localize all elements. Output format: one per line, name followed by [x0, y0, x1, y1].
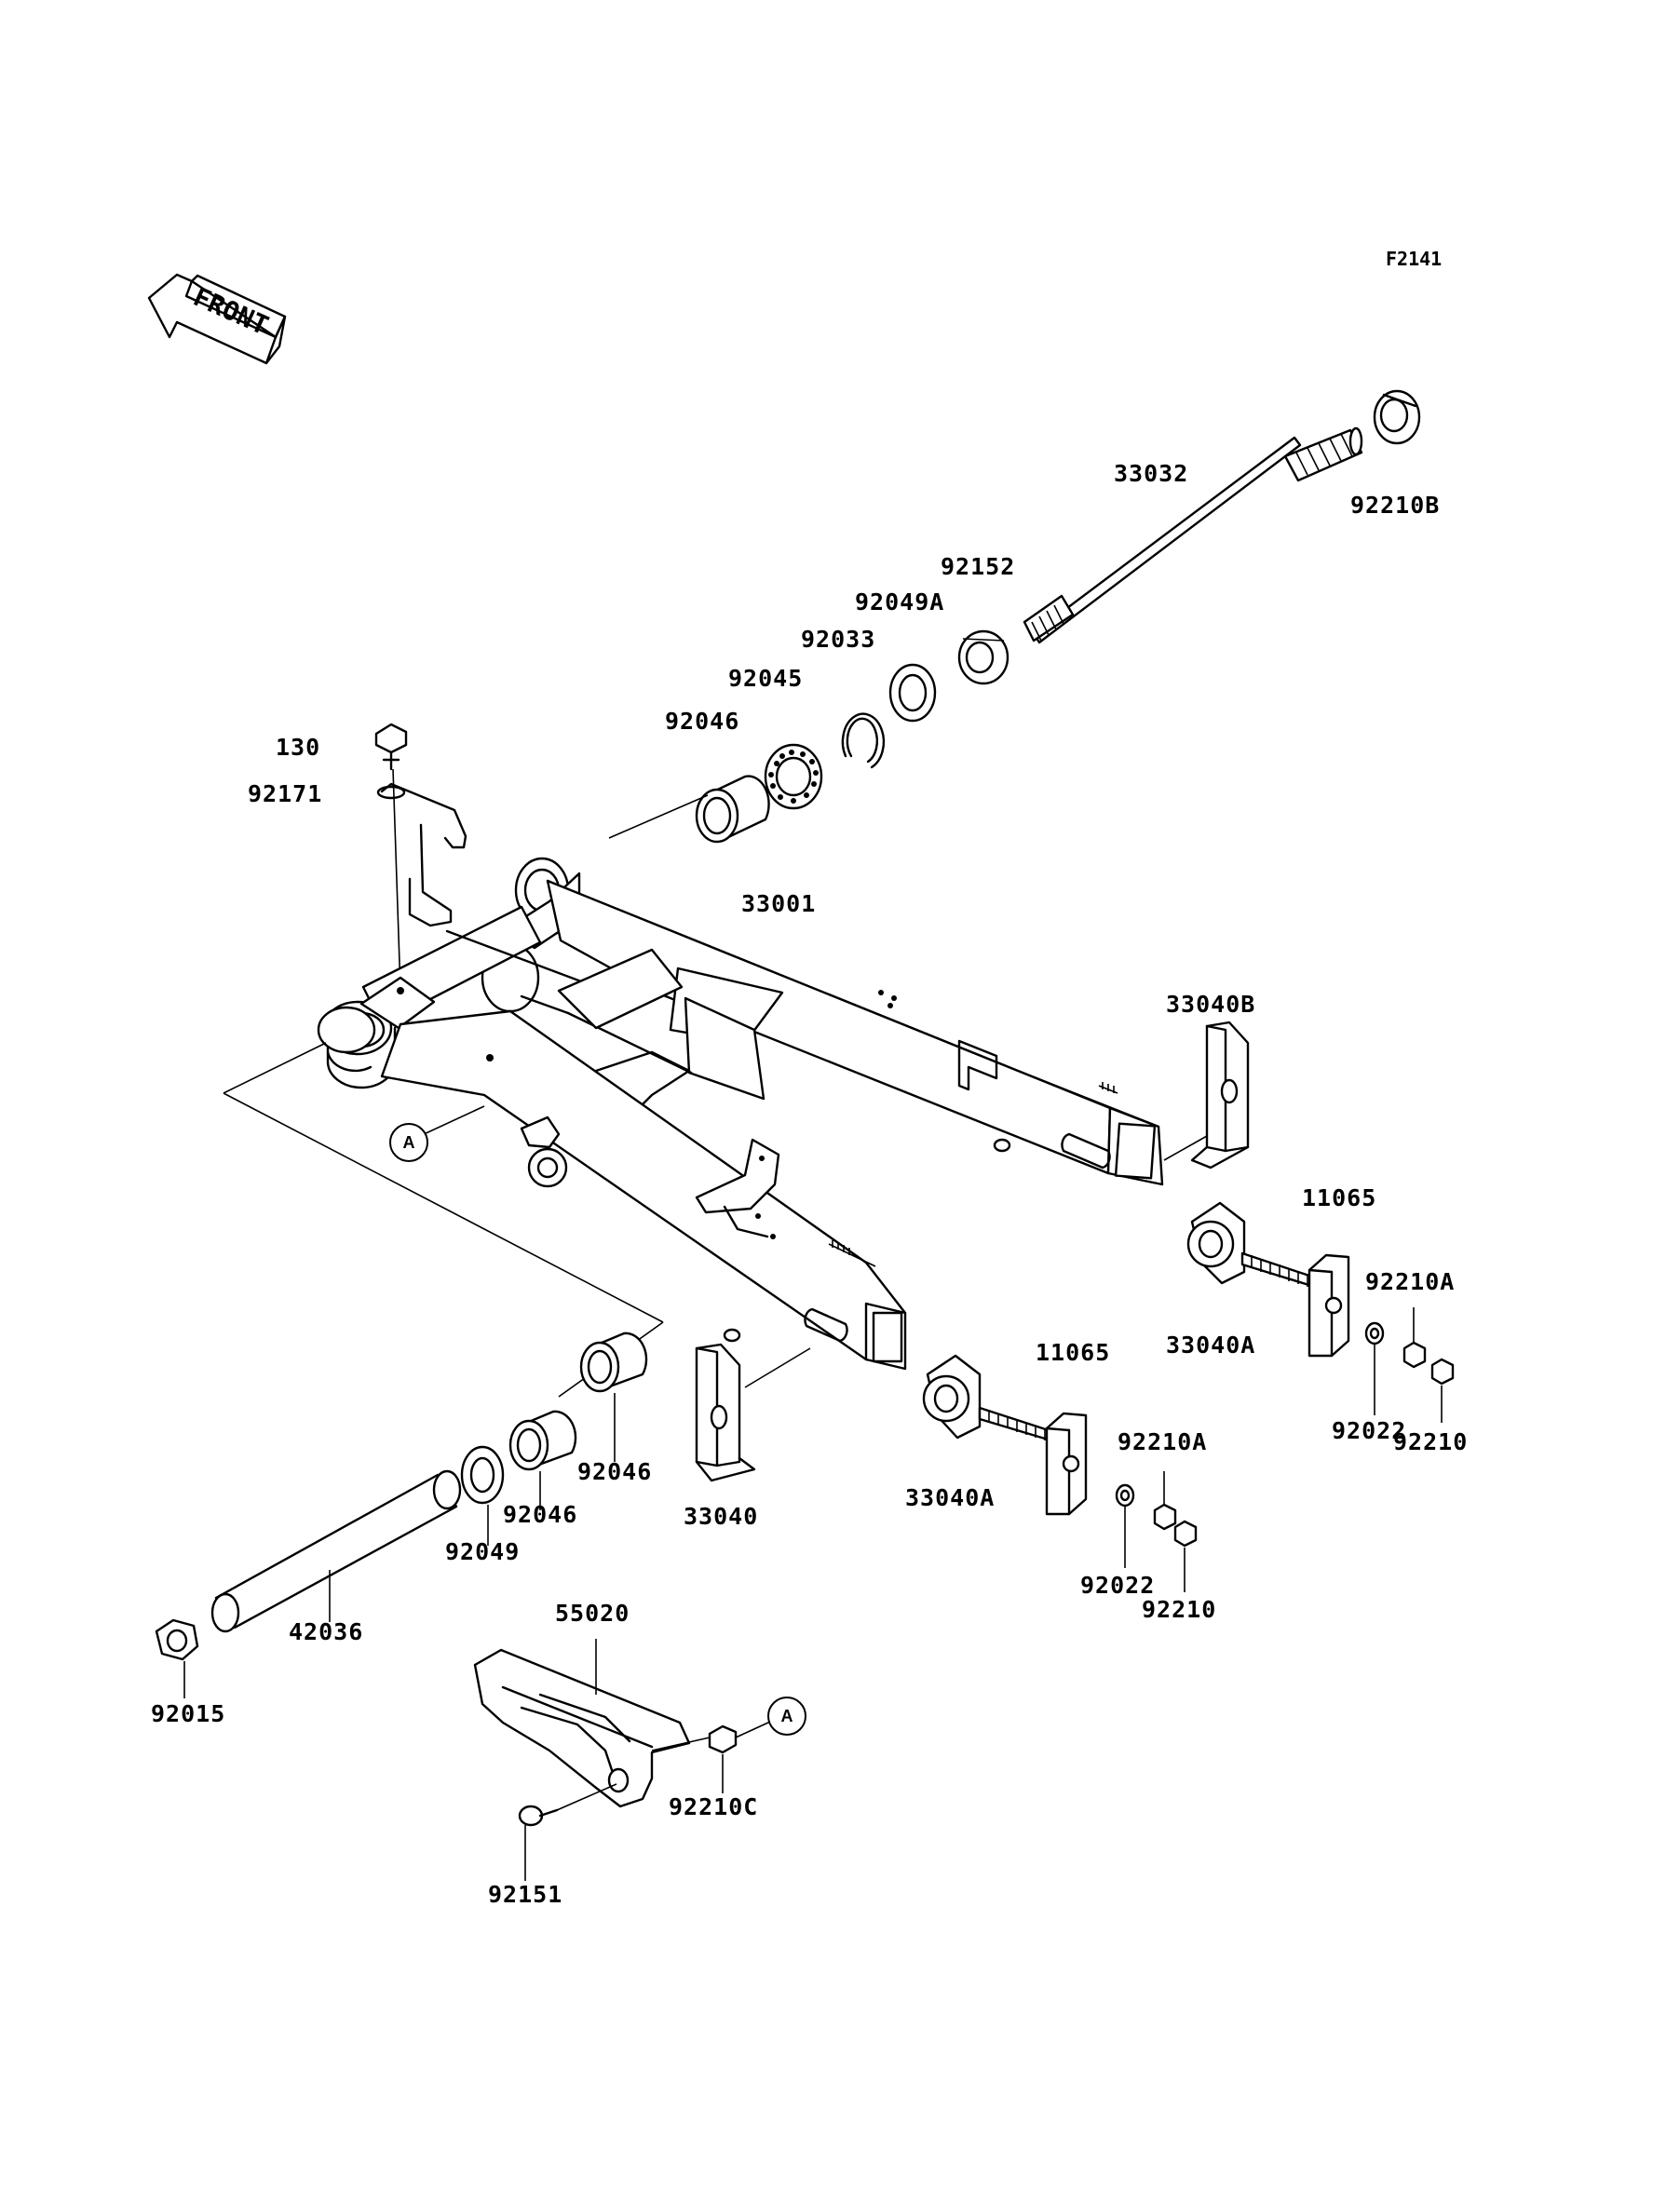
- part-label-92049A: 92049A: [855, 588, 945, 615]
- part-label-92210-mid: 92210: [1142, 1596, 1217, 1623]
- plate-11065-mid: [1045, 1412, 1088, 1516]
- part-label-92210A-right: 92210A: [1365, 1268, 1456, 1295]
- needle-bearing-92046-b: [508, 1410, 577, 1510]
- nut-92015: [155, 1618, 199, 1698]
- needle-bearing-92046-a: [579, 1332, 648, 1462]
- part-label-92210-right: 92210: [1393, 1428, 1469, 1455]
- part-label-33040A-right: 33040A: [1166, 1332, 1256, 1359]
- part-label-11065-right: 11065: [1302, 1184, 1377, 1211]
- part-label-92046-a: 92046: [577, 1458, 653, 1485]
- part-label-130: 130: [276, 734, 321, 761]
- circlip-92033: [841, 712, 886, 769]
- needle-bearing-92046-top: [695, 775, 770, 844]
- bolt-130: [374, 723, 408, 992]
- figure-code: F2141: [1386, 248, 1443, 270]
- chain-adjuster-33040A-right: [1186, 1201, 1317, 1289]
- part-label-42036: 42036: [289, 1618, 364, 1645]
- nut-92210-mid: [1173, 1520, 1198, 1592]
- swingarm-33001: [223, 794, 1164, 1398]
- part-label-92210C: 92210C: [669, 1793, 759, 1820]
- pivot-shaft-33032: [1023, 426, 1363, 644]
- nut-92210A-right: [1402, 1307, 1427, 1369]
- part-label-33040: 33040: [684, 1503, 759, 1530]
- part-label-33032: 33032: [1114, 460, 1189, 487]
- part-label-92046-top: 92046: [665, 708, 740, 735]
- chain-guard-55020: [473, 1639, 691, 1808]
- part-label-92210B: 92210B: [1350, 492, 1441, 519]
- chain-adjuster-33040A-mid: [922, 1354, 1056, 1443]
- bolt-92151: [518, 1783, 617, 1881]
- part-label-55020: 55020: [555, 1600, 630, 1627]
- part-label-92151: 92151: [488, 1881, 563, 1908]
- bracket-92171: [376, 782, 467, 927]
- front-arrow-icon: FRONT: [147, 273, 287, 365]
- nut-92152: [957, 629, 1009, 685]
- part-label-92046-b: 92046: [503, 1501, 578, 1528]
- washer-92022-right: [1364, 1321, 1385, 1415]
- reference-marker-a-lower: A: [767, 1697, 806, 1736]
- plate-33040: [695, 1343, 811, 1482]
- nut-92210A-mid: [1153, 1471, 1177, 1531]
- collar-42036: [210, 1469, 462, 1633]
- part-label-11065-mid: 11065: [1036, 1339, 1111, 1366]
- nut-92210-right: [1430, 1358, 1455, 1423]
- part-label-33040B: 33040B: [1166, 991, 1256, 1018]
- part-label-92152: 92152: [941, 553, 1016, 580]
- part-label-33040A-mid: 33040A: [905, 1484, 996, 1511]
- part-label-92045: 92045: [728, 665, 804, 692]
- plate-11065-right: [1307, 1253, 1350, 1358]
- seal-92049: [460, 1445, 505, 1546]
- part-label-92015: 92015: [151, 1700, 226, 1727]
- seal-92049A: [888, 663, 937, 723]
- washer-92022-mid: [1115, 1483, 1135, 1568]
- part-label-92033: 92033: [801, 626, 876, 653]
- nut-92210B: [1373, 389, 1421, 445]
- part-label-33001: 33001: [741, 890, 817, 917]
- plate-33040B: [1163, 1021, 1250, 1170]
- bearing-92045: [764, 743, 823, 810]
- part-label-92022-mid: 92022: [1080, 1572, 1156, 1599]
- reference-marker-a-upper: A: [389, 1123, 428, 1162]
- part-label-92210A-mid: 92210A: [1118, 1428, 1208, 1455]
- part-label-92171: 92171: [248, 780, 323, 807]
- part-label-92049: 92049: [445, 1538, 521, 1565]
- part-label-92022-right: 92022: [1332, 1417, 1407, 1444]
